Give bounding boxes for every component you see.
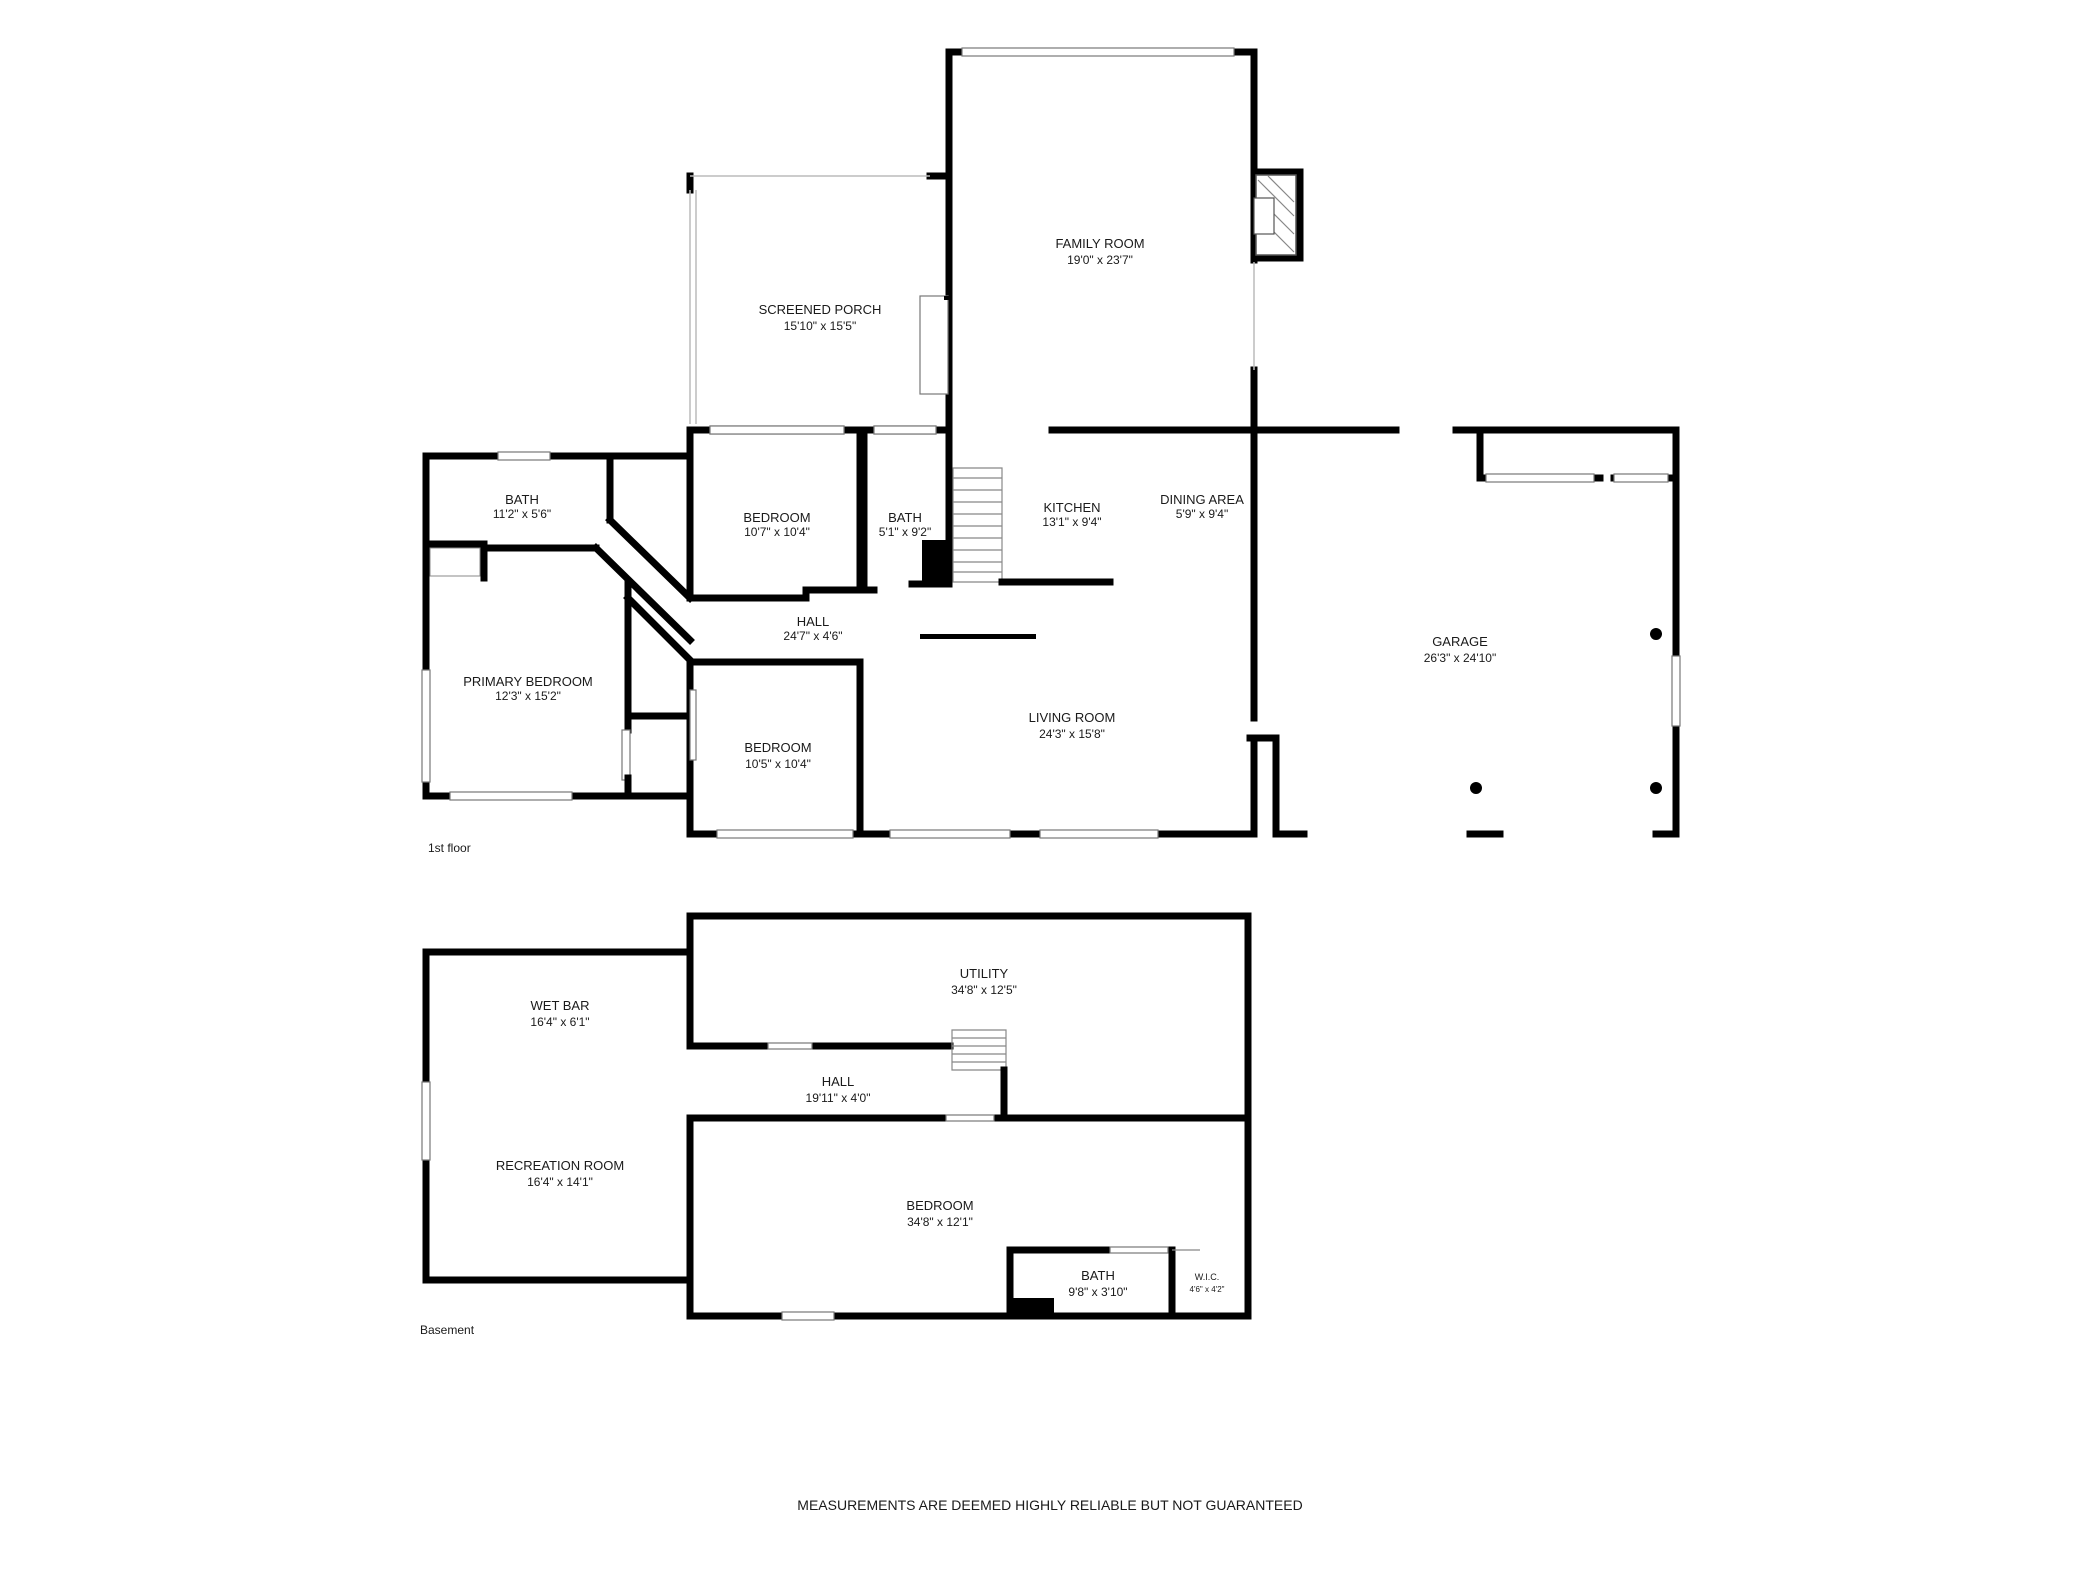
basement-labels: UTILITY 34'8" x 12'5" WET BAR 16'4" x 6'… — [420, 966, 1225, 1337]
recreation-room-name: RECREATION ROOM — [496, 1158, 624, 1173]
family-room-name: FAMILY ROOM — [1055, 236, 1144, 251]
stairs — [952, 467, 1003, 583]
living-room-dims: 24'3" x 15'8" — [1039, 727, 1105, 741]
basement-bath-name: BATH — [1081, 1268, 1115, 1283]
first-floor-labels: FAMILY ROOM 19'0" x 23'7" SCREENED PORCH… — [428, 236, 1496, 855]
basement-stairs — [951, 1029, 1007, 1071]
hall-basement-name: HALL — [822, 1074, 855, 1089]
primary-bedroom-name: PRIMARY BEDROOM — [463, 674, 593, 689]
first-floor-plan: FAMILY ROOM 19'0" x 23'7" SCREENED PORCH… — [421, 47, 1681, 855]
screened-porch-name: SCREENED PORCH — [759, 302, 882, 317]
wic-name: W.I.C. — [1195, 1272, 1220, 1282]
screened-porch-walls — [686, 172, 953, 424]
primary-bath-dims: 11'2" x 5'6" — [493, 507, 551, 521]
bedroom-1-name: BEDROOM — [743, 510, 810, 525]
garage-dims: 26'3" x 24'10" — [1424, 651, 1497, 665]
garage-name: GARAGE — [1432, 634, 1488, 649]
primary-bath-name: BATH — [505, 492, 539, 507]
dining-area-name: DINING AREA — [1160, 492, 1244, 507]
basement-bedroom-name: BEDROOM — [906, 1198, 973, 1213]
first-floor-label: 1st floor — [428, 841, 471, 855]
utility-name: UTILITY — [960, 966, 1009, 981]
bedroom-2-dims: 10'5" x 10'4" — [745, 757, 811, 771]
kitchen-name: KITCHEN — [1043, 500, 1100, 515]
kitchen-dims: 13'1" x 9'4" — [1042, 515, 1101, 529]
hall-first-name: HALL — [797, 614, 830, 629]
family-room-dims: 19'0" x 23'7" — [1067, 253, 1133, 267]
hall-bath-dims: 5'1" x 9'2" — [879, 525, 931, 539]
bedroom-2-name: BEDROOM — [744, 740, 811, 755]
hall-basement-dims: 19'11" x 4'0" — [806, 1091, 871, 1105]
living-room-name: LIVING ROOM — [1029, 710, 1116, 725]
garage-walls — [1246, 426, 1681, 838]
screened-porch-dims: 15'10" x 15'5" — [784, 319, 857, 333]
wic-dims: 4'6" x 4'2" — [1190, 1285, 1225, 1294]
basement-bedroom-dims: 34'8" x 12'1" — [907, 1215, 973, 1229]
utility-dims: 34'8" x 12'5" — [951, 983, 1017, 997]
basement-walls — [421, 912, 1252, 1321]
primary-bedroom-dims: 12'3" x 15'2" — [495, 689, 561, 703]
basement-bath-dims: 9'8" x 3'10" — [1068, 1285, 1127, 1299]
hall-bath-name: BATH — [888, 510, 922, 525]
basement-label: Basement — [420, 1323, 475, 1337]
basement-plan: UTILITY 34'8" x 12'5" WET BAR 16'4" x 6'… — [420, 912, 1252, 1337]
bedroom-1-dims: 10'7" x 10'4" — [744, 525, 810, 539]
first-floor-walls — [421, 425, 1258, 839]
hall-first-dims: 24'7" x 4'6" — [783, 629, 842, 643]
wet-bar-name: WET BAR — [531, 998, 590, 1013]
recreation-room-dims: 16'4" x 14'1" — [527, 1175, 593, 1189]
dining-area-dims: 5'9" x 9'4" — [1176, 507, 1228, 521]
family-room-walls — [945, 47, 1304, 440]
wet-bar-dims: 16'4" x 6'1" — [530, 1015, 589, 1029]
disclaimer: MEASUREMENTS ARE DEEMED HIGHLY RELIABLE … — [797, 1497, 1302, 1513]
